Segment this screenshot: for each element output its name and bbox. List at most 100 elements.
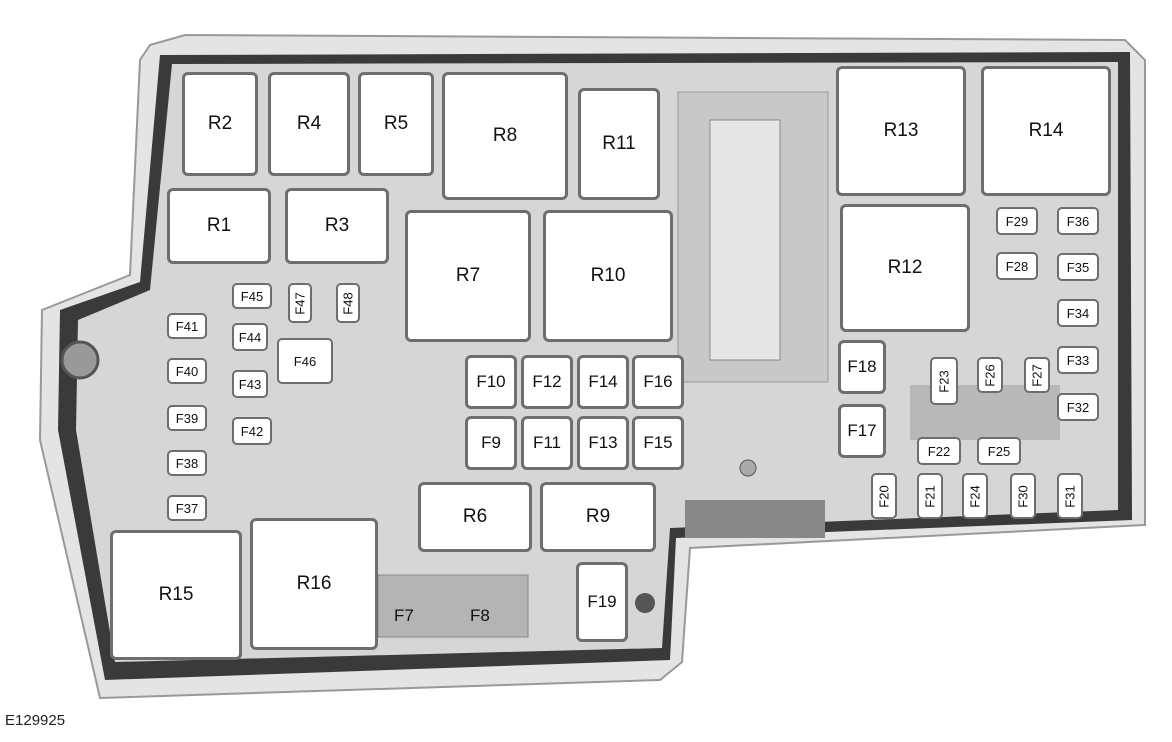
fuse-f15: F15 [632, 416, 684, 470]
fuse-label: F29 [1005, 213, 1029, 229]
fuse-f38: F38 [167, 450, 207, 476]
fuse-label: F43 [238, 376, 262, 392]
fuse-label: F24 [967, 484, 983, 508]
relay-label: R16 [296, 573, 332, 594]
relay-r11: R11 [578, 88, 660, 200]
fuse-label: F48 [340, 291, 356, 315]
fuse-label: F22 [927, 443, 951, 459]
fuse-label: F41 [175, 318, 199, 334]
fuse-f34: F34 [1057, 299, 1099, 327]
relay-label: R15 [158, 584, 194, 605]
diagram-code: E129925 [5, 712, 66, 729]
fuse-label: F17 [847, 421, 877, 440]
fuse-label: F10 [476, 372, 506, 391]
relay-r15: R15 [110, 530, 242, 660]
fuse-label: F30 [1015, 484, 1031, 508]
relay-label: R12 [887, 257, 923, 278]
fuse-f8: F8 [470, 606, 490, 625]
fuse-label: F16 [643, 372, 673, 391]
fuse-f30: F30 [1010, 473, 1036, 519]
fuse-f36: F36 [1057, 207, 1099, 235]
relay-r13: R13 [836, 66, 966, 196]
fuse-label: F46 [293, 353, 317, 369]
fuse-f44: F44 [232, 323, 268, 351]
fuse-label: F11 [532, 433, 562, 452]
relay-r9: R9 [540, 482, 656, 552]
fuse-f46: F46 [277, 338, 333, 384]
fuse-label: F32 [1066, 399, 1090, 415]
fuse-f18: F18 [838, 340, 886, 394]
fuse-f32: F32 [1057, 393, 1099, 421]
relay-label: R9 [585, 506, 611, 527]
fuse-f31: F31 [1057, 473, 1083, 519]
fuse-label: F45 [240, 288, 264, 304]
fuse-label: F15 [643, 433, 673, 452]
fuse-f35: F35 [1057, 253, 1099, 281]
fuse-label: F20 [876, 484, 892, 508]
fuse-label: F25 [987, 443, 1011, 459]
relay-r4: R4 [268, 72, 350, 176]
fuse-f29: F29 [996, 207, 1038, 235]
relay-r8: R8 [442, 72, 568, 200]
fuse-label: F39 [175, 410, 199, 426]
fuse-label: F42 [240, 423, 264, 439]
relay-label: R11 [602, 133, 636, 154]
fuse-f39: F39 [167, 405, 207, 431]
relay-r1: R1 [167, 188, 271, 264]
relay-r12: R12 [840, 204, 970, 332]
relay-r6: R6 [418, 482, 532, 552]
fuse-f28: F28 [996, 252, 1038, 280]
fuse-f40: F40 [167, 358, 207, 384]
fuse-f11: F11 [521, 416, 573, 470]
fuse-label: F31 [1062, 484, 1078, 508]
fuse-f12: F12 [521, 355, 573, 409]
fuse-f7: F7 [394, 606, 414, 625]
relay-r2: R2 [182, 72, 258, 176]
fuse-label: F19 [587, 592, 617, 611]
relay-label: R14 [1028, 120, 1064, 141]
fuse-label: F37 [175, 500, 199, 516]
fuse-f27: F27 [1024, 357, 1050, 393]
fuse-f16: F16 [632, 355, 684, 409]
fuse-f45: F45 [232, 283, 272, 309]
fuse-label: F47 [292, 291, 308, 315]
fuse-label: F33 [1066, 352, 1090, 368]
fuse-f20: F20 [871, 473, 897, 519]
fuse-f24: F24 [962, 473, 988, 519]
fuse-f13: F13 [577, 416, 629, 470]
relay-r10: R10 [543, 210, 673, 342]
fuse-label: F14 [588, 372, 618, 391]
relay-r14: R14 [981, 66, 1111, 196]
relay-r7: R7 [405, 210, 531, 342]
fuse-f42: F42 [232, 417, 272, 445]
relay-r16: R16 [250, 518, 378, 650]
fuse-label: F27 [1029, 363, 1045, 387]
relay-label: R10 [590, 265, 626, 286]
relay-label: R13 [883, 120, 919, 141]
fuse-f21: F21 [917, 473, 943, 519]
fuse-f23: F23 [930, 357, 958, 405]
fuse-f22: F22 [917, 437, 961, 465]
relay-r3: R3 [285, 188, 389, 264]
relay-label: R8 [492, 125, 518, 146]
fuse-f33: F33 [1057, 346, 1099, 374]
fuse-label: F40 [175, 363, 199, 379]
fuse-label: F36 [1066, 213, 1090, 229]
fuse-label: F9 [481, 433, 501, 452]
fuse-label: F18 [847, 357, 877, 376]
relay-label: R7 [455, 265, 481, 286]
fuse-label: F21 [922, 484, 938, 508]
fuse-f37: F37 [167, 495, 207, 521]
fuse-f43: F43 [232, 370, 268, 398]
fuse-f41: F41 [167, 313, 207, 339]
fuse-f10: F10 [465, 355, 517, 409]
fuse-f25: F25 [977, 437, 1021, 465]
fuse-label: F23 [936, 369, 952, 393]
fuse-f47: F47 [288, 283, 312, 323]
fuse-label: F35 [1066, 259, 1090, 275]
relay-label: R1 [206, 215, 232, 236]
fuse-label: F26 [982, 363, 998, 387]
fuse-f19: F19 [576, 562, 628, 642]
fuse-f17: F17 [838, 404, 886, 458]
